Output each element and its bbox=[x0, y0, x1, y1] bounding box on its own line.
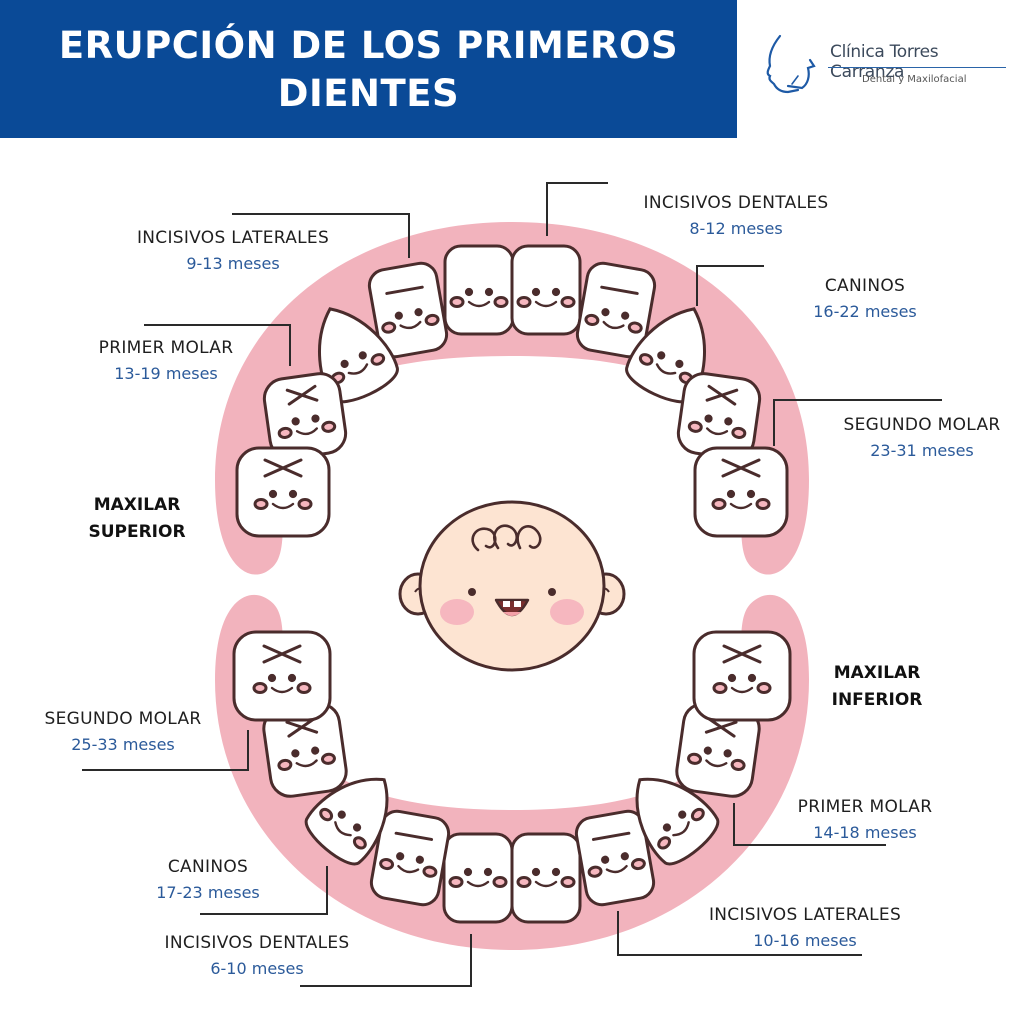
tooth-lower-lateral-right bbox=[574, 809, 656, 907]
upper-teeth bbox=[235, 244, 789, 538]
tooth-months: 14-18 meses bbox=[813, 823, 917, 842]
upper-jaw-label: MAXILAR SUPERIOR bbox=[72, 492, 202, 546]
title-banner bbox=[0, 0, 737, 138]
lower-jaw-label: MAXILAR INFERIOR bbox=[812, 660, 942, 714]
lower-jaw-label-line-2: INFERIOR bbox=[831, 690, 923, 710]
tooth-name: INCISIVOS LATERALES bbox=[136, 228, 330, 248]
tooth-lower-canine-left bbox=[304, 777, 389, 866]
tooth-name: CANINOS bbox=[824, 276, 906, 296]
label-lower-central-incisors: INCISIVOS DENTALES 6-10 meses bbox=[132, 933, 382, 978]
lower-teeth bbox=[232, 630, 792, 924]
tooth-name: INCISIVOS LATERALES bbox=[708, 905, 902, 925]
upper-jaw-label-line-2: SUPERIOR bbox=[88, 522, 186, 542]
upper-gum bbox=[215, 222, 809, 575]
tooth-upper-molar2-left bbox=[235, 446, 331, 538]
tooth-months: 6-10 meses bbox=[210, 959, 304, 978]
label-lower-lateral-incisors: INCISIVOS LATERALES 10-16 meses bbox=[680, 905, 930, 950]
tooth-name: INCISIVOS DENTALES bbox=[643, 193, 829, 213]
tooth-months: 13-19 meses bbox=[114, 364, 218, 383]
tooth-name: CANINOS bbox=[167, 857, 249, 877]
tooth-months: 23-31 meses bbox=[870, 441, 974, 460]
label-upper-central-incisors: INCISIVOS DENTALES 8-12 meses bbox=[606, 193, 866, 238]
tooth-name: SEGUNDO MOLAR bbox=[44, 709, 202, 729]
upper-jaw-label-line-1: MAXILAR bbox=[93, 495, 181, 515]
title-line-1: ERUPCIÓN DE LOS PRIMEROS bbox=[58, 24, 679, 67]
tooth-upper-canine-left bbox=[318, 307, 399, 404]
page-title: ERUPCIÓN DE LOS PRIMEROS DIENTES bbox=[0, 22, 737, 118]
tooth-months: 8-12 meses bbox=[689, 219, 783, 238]
label-upper-canines: CANINOS 16-22 meses bbox=[780, 276, 950, 321]
label-lower-first-molar: PRIMER MOLAR 14-18 meses bbox=[770, 797, 960, 842]
logo-divider bbox=[828, 67, 1006, 68]
tooth-months: 17-23 meses bbox=[156, 883, 260, 902]
label-upper-first-molar: PRIMER MOLAR 13-19 meses bbox=[66, 338, 266, 383]
tooth-upper-canine-right bbox=[625, 307, 706, 404]
tooth-lower-lateral-left bbox=[369, 809, 451, 907]
tooth-months: 25-33 meses bbox=[71, 735, 175, 754]
tooth-months: 9-13 meses bbox=[186, 254, 280, 273]
tooth-lower-molar2-left bbox=[232, 630, 332, 722]
baby-face-icon bbox=[398, 500, 626, 672]
tooth-months: 10-16 meses bbox=[753, 931, 857, 950]
tooth-lower-incisor-left bbox=[442, 832, 514, 924]
leader-lines bbox=[82, 182, 942, 987]
tooth-name: PRIMER MOLAR bbox=[797, 797, 933, 817]
tooth-months: 16-22 meses bbox=[813, 302, 917, 321]
title-line-2: DIENTES bbox=[277, 72, 460, 115]
tooth-lower-canine-right bbox=[635, 777, 720, 866]
lower-jaw-label-line-1: MAXILAR bbox=[833, 663, 921, 683]
tooth-upper-molar2-right bbox=[693, 446, 789, 538]
tooth-upper-lateral-left bbox=[367, 261, 449, 359]
label-lower-canines: CANINOS 17-23 meses bbox=[118, 857, 298, 902]
tooth-upper-molar1-right bbox=[676, 372, 762, 460]
tooth-upper-lateral-right bbox=[575, 261, 657, 359]
tooth-lower-incisor-right bbox=[510, 832, 582, 924]
label-lower-second-molar: SEGUNDO MOLAR 25-33 meses bbox=[18, 709, 228, 754]
tooth-name: SEGUNDO MOLAR bbox=[843, 415, 1001, 435]
clinic-subtitle: Dental y Maxilofacial bbox=[862, 74, 967, 85]
tooth-upper-incisor-right bbox=[510, 244, 582, 336]
tooth-lower-molar2-right bbox=[692, 630, 792, 722]
tooth-upper-incisor-left bbox=[443, 244, 515, 336]
label-upper-lateral-incisors: INCISIVOS LATERALES 9-13 meses bbox=[98, 228, 368, 273]
tooth-name: PRIMER MOLAR bbox=[98, 338, 234, 358]
face-profile-icon bbox=[766, 34, 816, 94]
tooth-name: INCISIVOS DENTALES bbox=[164, 933, 350, 953]
label-upper-second-molar: SEGUNDO MOLAR 23-31 meses bbox=[822, 415, 1022, 460]
lower-gum bbox=[215, 594, 809, 950]
clinic-logo: Clínica Torres Carranza Dental y Maxilof… bbox=[758, 30, 1008, 100]
